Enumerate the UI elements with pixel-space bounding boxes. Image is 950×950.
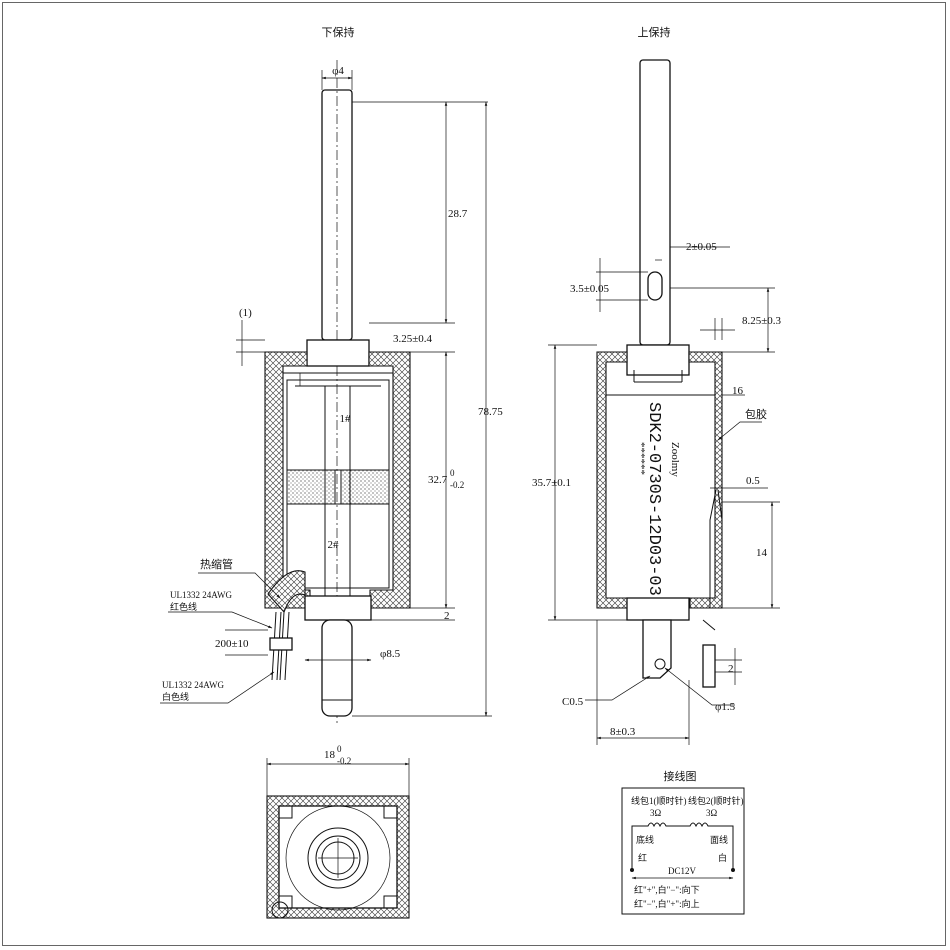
wiring-bottom-wire: 底线: [636, 834, 654, 845]
label-hole: φ1.5: [715, 701, 736, 713]
label-heat-shrink: 热缩管: [200, 557, 233, 571]
wire-exit: [271, 901, 289, 919]
dim-bottom-tol-top: 0: [337, 744, 342, 754]
dim-stroke: 3.25±0.4: [393, 333, 433, 345]
right-view: SDK2-0730S-12D03-03 Zoolmy ****** 2±0.05…: [532, 59, 782, 745]
top-cap-right: [626, 344, 690, 376]
dim-slot-w: 2±0.05: [686, 241, 717, 253]
frame-right-right: [688, 351, 723, 609]
frame-right-wall: [368, 351, 411, 609]
label-wire2-spec: UL1332 24AWG: [162, 680, 225, 690]
wiring-top-wire: 面线: [710, 834, 728, 845]
dim-lead-len: 200±10: [215, 638, 249, 650]
coil-1-area: [286, 379, 390, 471]
cap-inner-ring: [315, 835, 361, 881]
wiring-red: 红: [638, 852, 647, 863]
label-wire2-color: 白色线: [162, 691, 189, 702]
wiring-rule2: 红"−",白"+":向上: [634, 898, 700, 909]
bottom-cap-right: [626, 597, 690, 621]
side-terminal: [702, 644, 716, 688]
bottom-view: 18 0 -0.2: [266, 744, 410, 919]
brand-text: Zoolmy: [669, 442, 681, 477]
magnet-right: [340, 469, 390, 505]
label-wire1-color: 红色线: [170, 601, 197, 612]
label-chamfer: C0.5: [562, 696, 584, 708]
bottom-shaft: [321, 619, 353, 717]
dim-bottom-dia: φ8.5: [380, 648, 401, 660]
dim-bottom-2: 2: [444, 610, 450, 622]
body-marking: SDK2-0730S-12D03-03 Zoolmy ******: [635, 402, 681, 596]
dim-body-main: 32.7: [428, 474, 448, 486]
dim-height: 35.7±0.1: [532, 477, 571, 489]
wiring-coil1: 线包1(顺时针): [631, 795, 687, 806]
bottom-cap: [304, 595, 372, 621]
label-wire1-spec: UL1332 24AWG: [170, 590, 233, 600]
tab-hole: [654, 658, 666, 670]
dim-shaft-dia: φ4: [332, 65, 344, 77]
dim-gap-05: 0.5: [746, 475, 760, 487]
dim-tab-2: 2: [728, 663, 734, 675]
heat-shrink-tube: [267, 570, 306, 614]
frame-left-right: [596, 351, 631, 609]
dim-bottom-tol-bot: -0.2: [337, 756, 351, 766]
coil-wiring: [631, 822, 734, 870]
dim-slot-pos: 8.25±0.3: [742, 315, 782, 327]
dim-bottom-width: 18: [324, 749, 336, 761]
coil-2-area: [286, 503, 390, 589]
dim-total: 78.75: [478, 406, 503, 418]
wiring-coil2: 线包2(顺时针): [688, 795, 744, 806]
left-view-title: 下保持: [322, 25, 355, 39]
wiring-white: 白: [718, 852, 727, 863]
cap-outer-ring: [307, 827, 369, 889]
wiring-diagram: 线包1(顺时针) 3Ω 线包2(顺时针) 3Ω 底线 面线 红 白 DC12V …: [621, 787, 745, 915]
plunger-shaft-right: [639, 59, 671, 346]
wiring-title: 接线图: [664, 769, 697, 783]
dim-body-tol-top: 0: [450, 468, 455, 478]
coil-outline: [285, 805, 391, 911]
dim-shaft-len: 28.7: [448, 208, 468, 220]
wiring-voltage: DC12V: [668, 866, 697, 876]
dim-len-14: 14: [756, 547, 768, 559]
model-text: SDK2-0730S-12D03-03: [644, 402, 663, 596]
label-wrap: 包胶: [745, 407, 767, 421]
dim-body-tol-bot: -0.2: [450, 480, 464, 490]
dim-width-8: 8±0.3: [610, 726, 636, 738]
left-view: 1# 2# φ4 28.7 3.25±0.4 78.75 32.7 0 -0.2…: [160, 60, 503, 725]
coil-2-label: 2#: [328, 539, 340, 551]
stars-text: ******: [635, 442, 647, 475]
magnet-left: [286, 469, 336, 505]
top-cap: [306, 339, 370, 367]
bottom-tab: [642, 619, 672, 679]
dim-slot-h: 3.5±0.05: [570, 283, 610, 295]
dim-frame-16: 16: [732, 385, 744, 397]
shaft-slot: [647, 271, 663, 301]
dim-gap-1: (1): [239, 307, 252, 319]
wiring-rule1: 红"+",白"−":向下: [634, 884, 700, 895]
wiring-coil1-r: 3Ω: [650, 808, 662, 818]
wiring-box: [621, 787, 745, 915]
wire-break: [269, 637, 293, 651]
right-view-title: 上保持: [638, 25, 671, 39]
wiring-coil2-r: 3Ω: [706, 808, 718, 818]
coil-1-label: 1#: [340, 413, 352, 425]
